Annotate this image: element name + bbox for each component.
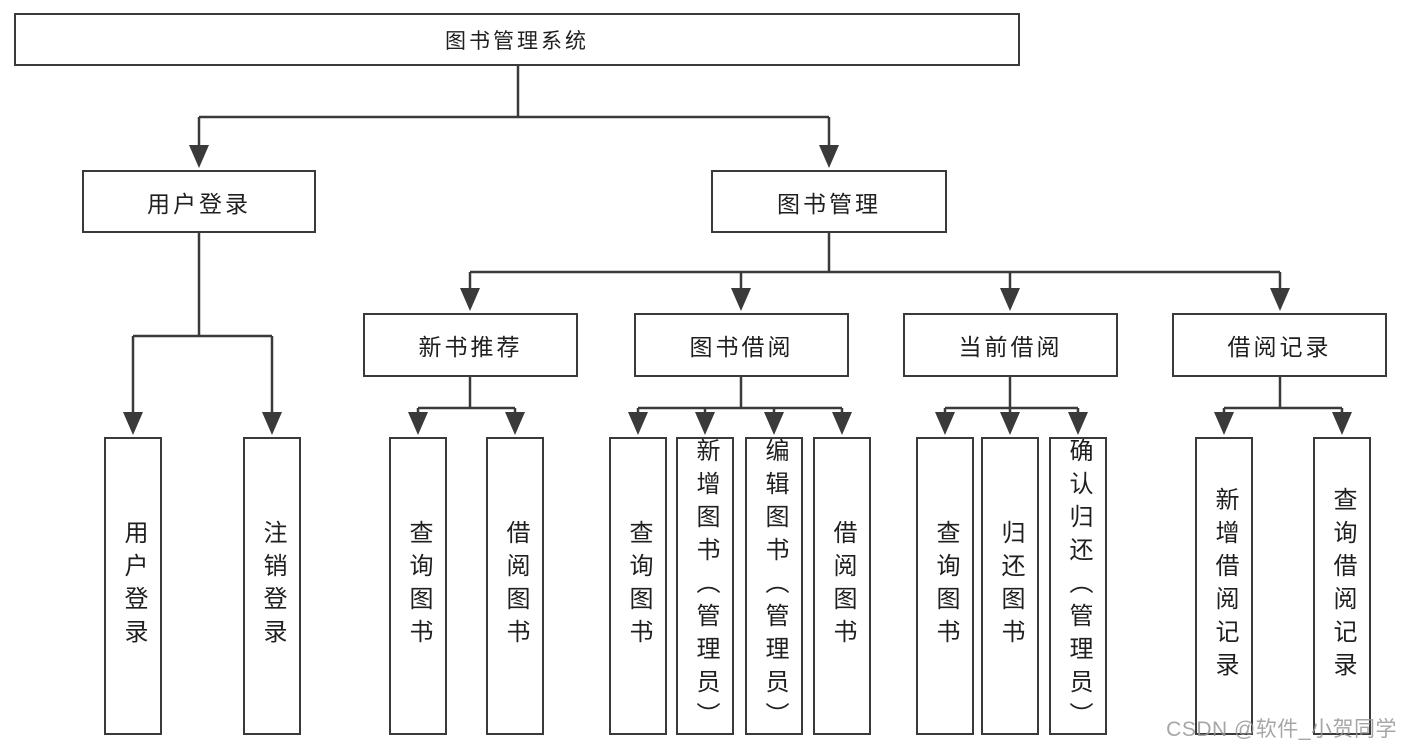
leaf-borrow-books-borrowing: 借阅图书: [813, 437, 871, 735]
leaf-query-books-borrowing: 查询图书: [609, 437, 667, 735]
leaf-label: 编辑图书（管理员）: [761, 437, 788, 735]
leaf-label: 查询图书: [405, 520, 432, 652]
node-library-management-system: 图书管理系统: [14, 13, 1020, 66]
leaf-query-borrow-record: 查询借阅记录: [1313, 437, 1371, 735]
arrowhead-triangles: [123, 145, 1352, 435]
leaf-borrow-books-recommend: 借阅图书: [486, 437, 544, 735]
node-label: 新书推荐: [418, 334, 523, 360]
node-label: 借阅记录: [1227, 334, 1332, 360]
node-label: 图书管理系统: [445, 29, 589, 53]
node-new-book-recommend: 新书推荐: [363, 313, 578, 377]
node-label: 图书借阅: [689, 334, 794, 360]
node-current-borrowing: 当前借阅: [903, 313, 1118, 377]
leaf-user-login: 用户登录: [104, 437, 162, 735]
leaf-confirm-return-admin: 确认归还（管理员）: [1049, 437, 1107, 735]
node-book-borrowing: 图书借阅: [634, 313, 849, 377]
leaf-label: 查询图书: [932, 520, 959, 652]
leaf-label: 注销登录: [259, 520, 286, 652]
leaf-query-books-recommend: 查询图书: [389, 437, 447, 735]
leaf-label: 用户登录: [120, 520, 147, 652]
leaf-label: 查询借阅记录: [1329, 487, 1356, 685]
connector-lines: [131, 66, 1344, 415]
csdn-watermark: CSDN @软件_小贺同学: [1166, 718, 1397, 741]
node-label: 图书管理: [777, 190, 881, 217]
leaf-label: 新增图书（管理员）: [692, 437, 719, 735]
leaf-edit-book-admin: 编辑图书（管理员）: [745, 437, 803, 735]
node-user-login: 用户登录: [82, 170, 316, 233]
leaf-label: 确认归还（管理员）: [1065, 437, 1092, 735]
leaf-add-book-admin: 新增图书（管理员）: [676, 437, 734, 735]
leaf-logout: 注销登录: [243, 437, 301, 735]
leaf-label: 借阅图书: [829, 520, 856, 652]
leaf-label: 借阅图书: [502, 520, 529, 652]
node-book-management: 图书管理: [711, 170, 947, 233]
leaf-label: 查询图书: [625, 520, 652, 652]
leaf-return-books: 归还图书: [981, 437, 1039, 735]
node-label: 当前借阅: [958, 334, 1063, 360]
node-borrowing-records: 借阅记录: [1172, 313, 1387, 377]
leaf-query-books-current: 查询图书: [916, 437, 974, 735]
node-label: 用户登录: [147, 190, 251, 217]
leaf-add-borrow-record: 新增借阅记录: [1195, 437, 1253, 735]
leaf-label: 归还图书: [997, 520, 1024, 652]
leaf-label: 新增借阅记录: [1211, 487, 1238, 685]
